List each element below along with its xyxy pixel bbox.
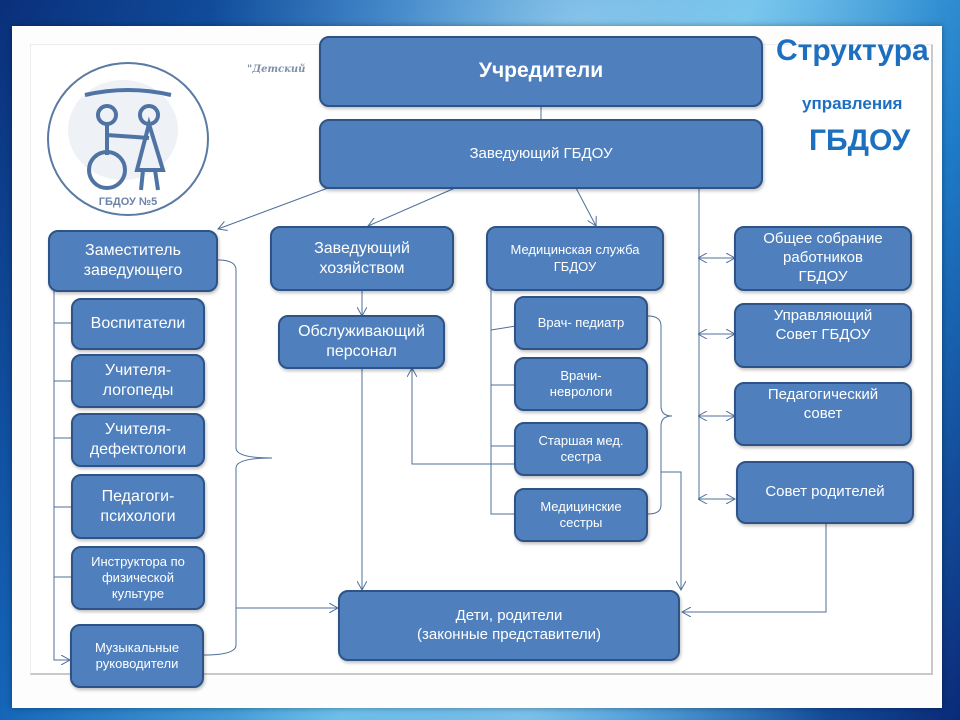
title-line-3: ГБДОУ <box>809 124 911 157</box>
node-pedagogical-council[interactable]: Педагогический совет <box>734 382 912 446</box>
arrow-head-deputy <box>218 187 329 229</box>
arrow-senior-nurse-service <box>412 368 516 465</box>
node-general-meeting[interactable]: Общее собрание работников ГБДОУ <box>734 226 912 291</box>
node-founders[interactable]: Учредители <box>319 36 763 107</box>
logo-emblem-icon: ГБДОУ №5 <box>47 62 209 216</box>
arrow-head-medical <box>575 187 596 226</box>
arrow-parents-children <box>682 523 827 612</box>
line-medical-children <box>490 290 516 515</box>
brace-medical <box>647 315 673 515</box>
node-head[interactable]: Заведующий ГБДОУ <box>319 119 763 189</box>
node-senior-nurse[interactable]: Старшая мед. сестра <box>514 422 648 476</box>
arrow-head-supply <box>368 187 456 226</box>
node-parents-council[interactable]: Совет родителей <box>736 461 914 524</box>
node-governing-council[interactable]: Управляющий Совет ГБДОУ <box>734 303 912 368</box>
node-pediatrician[interactable]: Врач- педиатр <box>514 296 648 350</box>
node-pe-instructors[interactable]: Инструктора по физической культуре <box>71 546 205 610</box>
node-service-staff[interactable]: Обслуживающий персонал <box>278 315 445 369</box>
logo: ГБДОУ №5 <box>43 60 213 218</box>
node-defectologists[interactable]: Учителя- дефектологи <box>71 413 205 467</box>
logo-motto: "Детский <box>247 64 306 75</box>
title-line-2: управления <box>802 94 903 113</box>
node-nurses[interactable]: Медицинские сестры <box>514 488 648 542</box>
brace-pedagogues <box>203 259 273 656</box>
node-deputy[interactable]: Заместитель заведующего <box>48 230 218 292</box>
arrow-medical-children <box>661 471 681 590</box>
node-neurologists[interactable]: Врачи- неврологи <box>514 357 648 411</box>
node-psychologists[interactable]: Педагоги- психологи <box>71 474 205 539</box>
node-speech-therapists[interactable]: Учителя- логопеды <box>71 354 205 408</box>
node-educators[interactable]: Воспитатели <box>71 298 205 350</box>
svg-text:ГБДОУ №5: ГБДОУ №5 <box>99 196 158 208</box>
title-line-1: Структура <box>776 34 929 67</box>
node-music-directors[interactable]: Музыкальные руководители <box>70 624 204 688</box>
line-deputy-staff <box>53 290 70 660</box>
node-children-parents[interactable]: Дети, родители (законные представители) <box>338 590 680 661</box>
node-supply-manager[interactable]: Заведующий хозяйством <box>270 226 454 291</box>
node-medical-service[interactable]: Медицинская служба ГБДОУ <box>486 226 664 291</box>
